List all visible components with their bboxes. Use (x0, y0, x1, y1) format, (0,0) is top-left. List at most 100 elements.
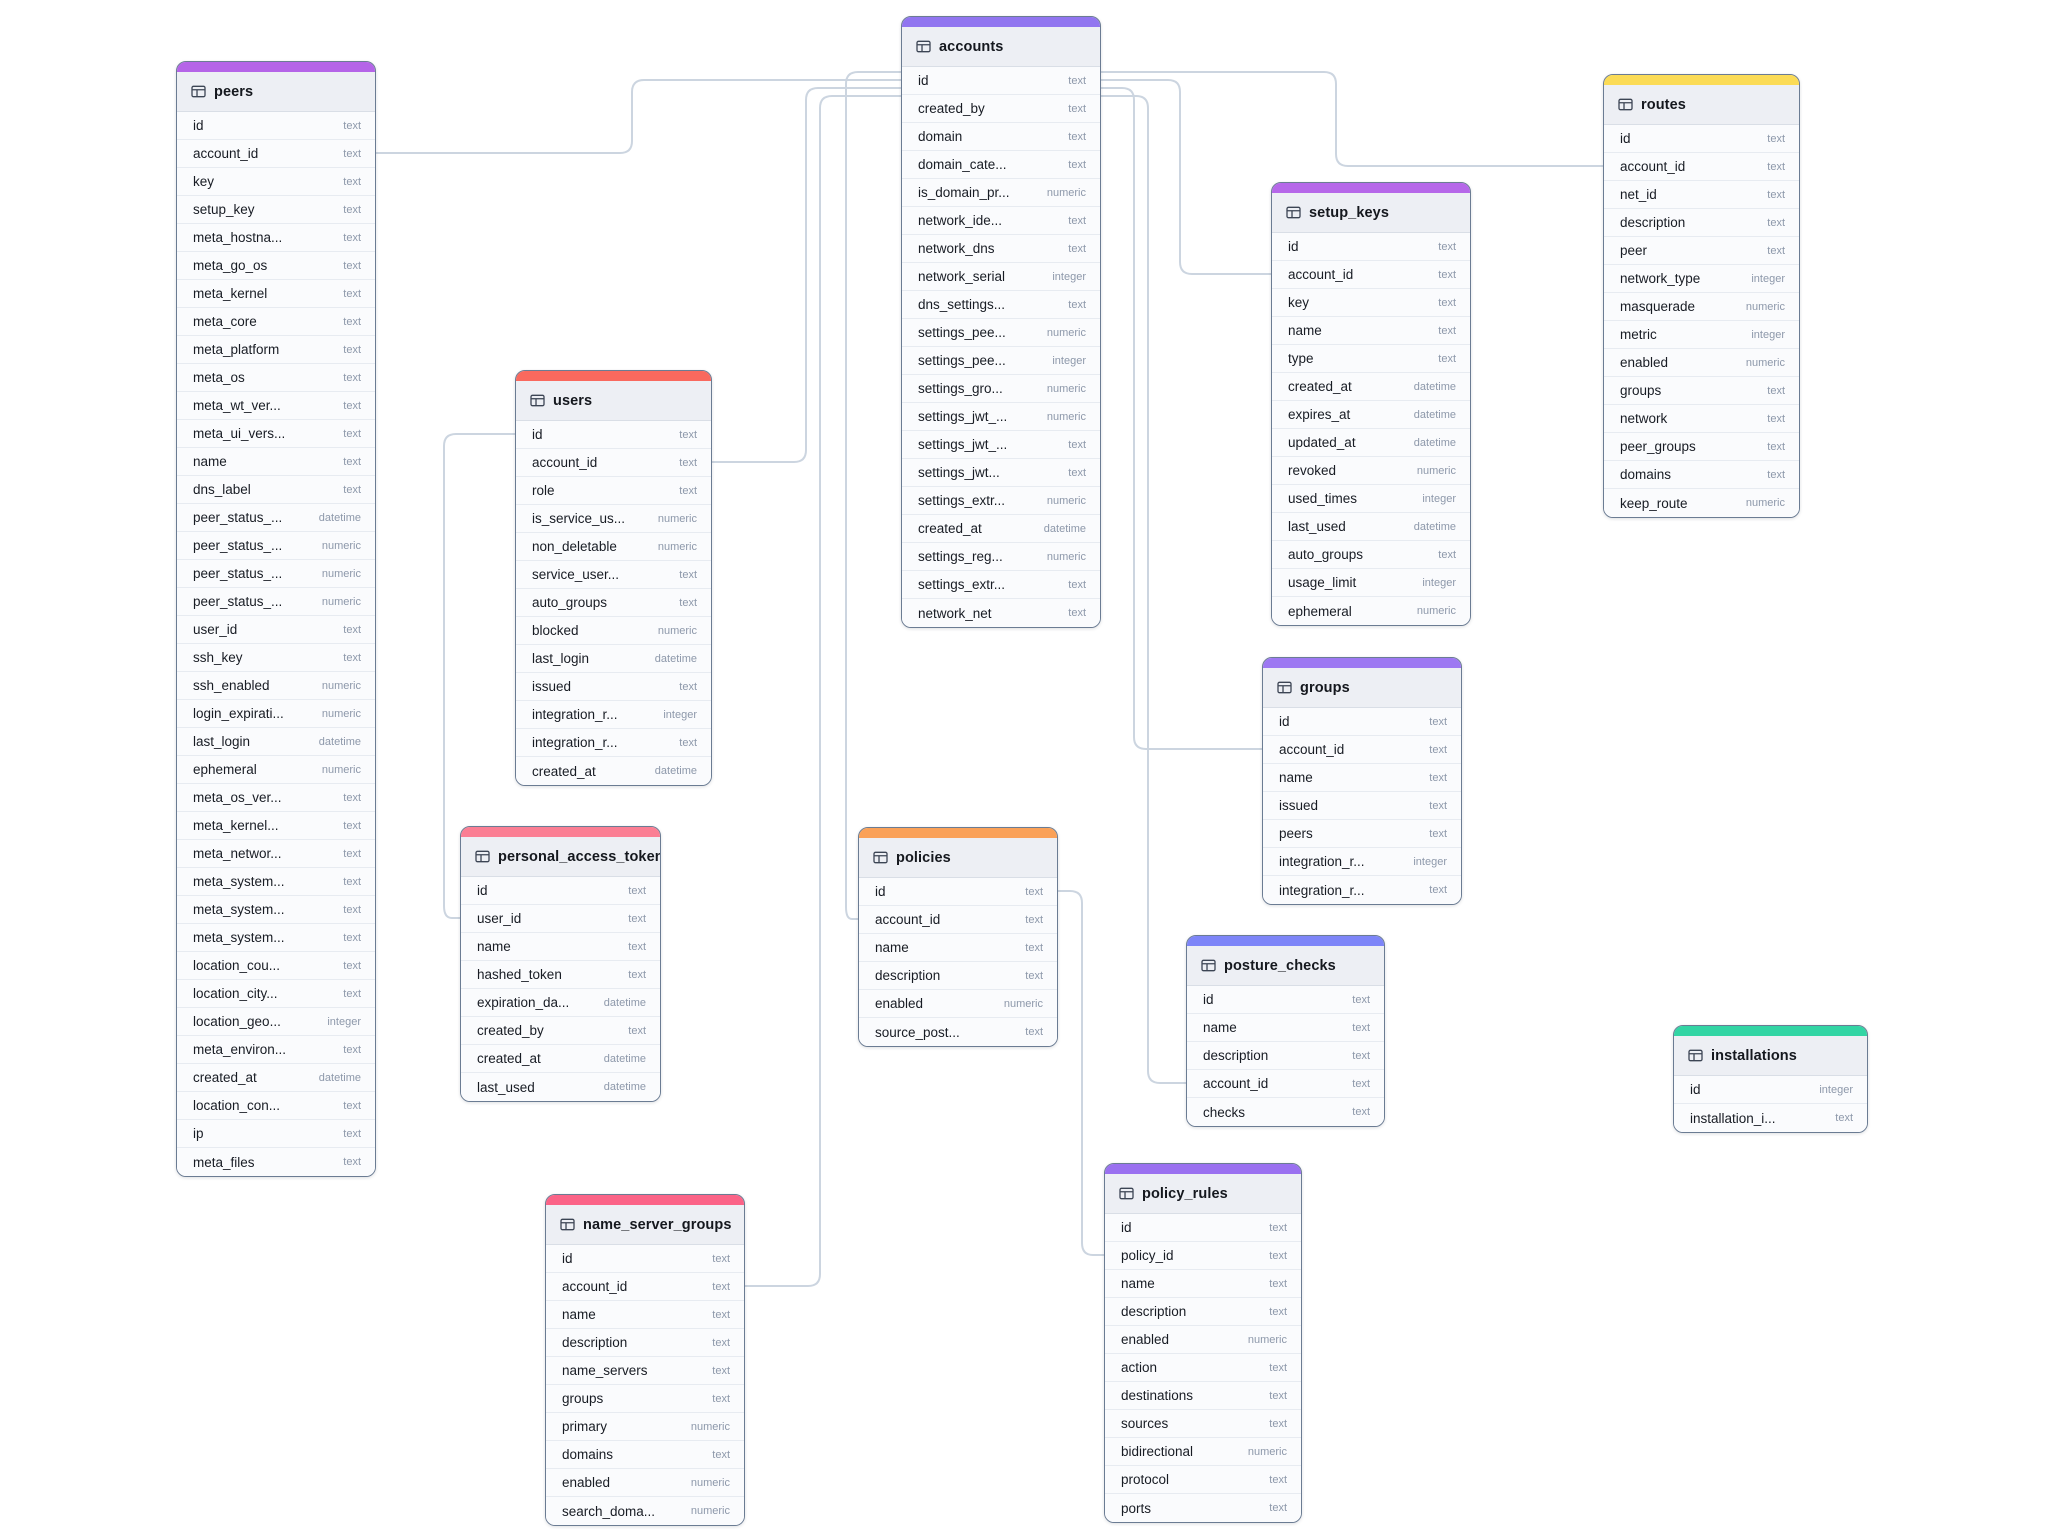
field-row[interactable]: id text (902, 67, 1100, 95)
field-row[interactable]: revoked numeric (1272, 457, 1470, 485)
field-row[interactable]: id text (1187, 986, 1384, 1014)
field-row[interactable]: installation_i... text (1674, 1104, 1867, 1132)
field-row[interactable]: account_id text (859, 906, 1057, 934)
field-row[interactable]: metric integer (1604, 321, 1799, 349)
field-row[interactable]: created_by text (461, 1017, 660, 1045)
field-row[interactable]: integration_r... integer (1263, 848, 1461, 876)
field-row[interactable]: account_id text (1272, 261, 1470, 289)
field-row[interactable]: enabled numeric (1604, 349, 1799, 377)
field-row[interactable]: protocol text (1105, 1466, 1301, 1494)
field-row[interactable]: groups text (546, 1385, 744, 1413)
field-row[interactable]: hashed_token text (461, 961, 660, 989)
field-row[interactable]: meta_kernel... text (177, 812, 375, 840)
table-name_server_groups[interactable]: name_server_groups id text account_id te… (545, 1194, 745, 1526)
field-row[interactable]: masquerade numeric (1604, 293, 1799, 321)
field-row[interactable]: sources text (1105, 1410, 1301, 1438)
field-row[interactable]: login_expirati... numeric (177, 700, 375, 728)
field-row[interactable]: destinations text (1105, 1382, 1301, 1410)
field-row[interactable]: name text (1272, 317, 1470, 345)
field-row[interactable]: net_id text (1604, 181, 1799, 209)
field-row[interactable]: peer text (1604, 237, 1799, 265)
field-row[interactable]: auto_groups text (1272, 541, 1470, 569)
field-row[interactable]: name_servers text (546, 1357, 744, 1385)
field-row[interactable]: network_net text (902, 599, 1100, 627)
field-row[interactable]: search_doma... numeric (546, 1497, 744, 1525)
field-row[interactable]: ssh_enabled numeric (177, 672, 375, 700)
field-row[interactable]: integration_r... integer (516, 701, 711, 729)
field-row[interactable]: key text (1272, 289, 1470, 317)
field-row[interactable]: meta_wt_ver... text (177, 392, 375, 420)
field-row[interactable]: peers text (1263, 820, 1461, 848)
field-row[interactable]: description text (859, 962, 1057, 990)
field-row[interactable]: id text (516, 421, 711, 449)
table-header[interactable]: setup_keys (1272, 193, 1470, 233)
field-row[interactable]: account_id text (1604, 153, 1799, 181)
field-row[interactable]: location_geo... integer (177, 1008, 375, 1036)
field-row[interactable]: policy_id text (1105, 1242, 1301, 1270)
field-row[interactable]: dns_label text (177, 476, 375, 504)
field-row[interactable]: created_at datetime (461, 1045, 660, 1073)
field-row[interactable]: keep_route numeric (1604, 489, 1799, 517)
field-row[interactable]: checks text (1187, 1098, 1384, 1126)
field-row[interactable]: name text (1105, 1270, 1301, 1298)
field-row[interactable]: peer_status_... numeric (177, 560, 375, 588)
field-row[interactable]: account_id text (1187, 1070, 1384, 1098)
field-row[interactable]: id text (1604, 125, 1799, 153)
field-row[interactable]: meta_files text (177, 1148, 375, 1176)
field-row[interactable]: integration_r... text (516, 729, 711, 757)
field-row[interactable]: primary numeric (546, 1413, 744, 1441)
field-row[interactable]: peer_groups text (1604, 433, 1799, 461)
table-header[interactable]: posture_checks (1187, 946, 1384, 986)
field-row[interactable]: ip text (177, 1120, 375, 1148)
field-row[interactable]: name text (177, 448, 375, 476)
field-row[interactable]: id integer (1674, 1076, 1867, 1104)
table-policy_rules[interactable]: policy_rules id text policy_id text name… (1104, 1163, 1302, 1523)
field-row[interactable]: created_at datetime (1272, 373, 1470, 401)
field-row[interactable]: issued text (1263, 792, 1461, 820)
field-row[interactable]: peer_status_... numeric (177, 532, 375, 560)
field-row[interactable]: description text (546, 1329, 744, 1357)
field-row[interactable]: settings_extr... text (902, 571, 1100, 599)
field-row[interactable]: id text (859, 878, 1057, 906)
field-row[interactable]: settings_jwt_... numeric (902, 403, 1100, 431)
table-header[interactable]: name_server_groups (546, 1205, 744, 1245)
field-row[interactable]: description text (1604, 209, 1799, 237)
table-personal_access_tokens[interactable]: personal_access_tokens id text user_id t… (460, 826, 661, 1102)
field-row[interactable]: settings_extr... numeric (902, 487, 1100, 515)
field-row[interactable]: ports text (1105, 1494, 1301, 1522)
field-row[interactable]: meta_platform text (177, 336, 375, 364)
field-row[interactable]: domains text (546, 1441, 744, 1469)
field-row[interactable]: enabled numeric (859, 990, 1057, 1018)
field-row[interactable]: meta_go_os text (177, 252, 375, 280)
table-header[interactable]: policies (859, 838, 1057, 878)
field-row[interactable]: meta_os text (177, 364, 375, 392)
field-row[interactable]: issued text (516, 673, 711, 701)
field-row[interactable]: domain_cate... text (902, 151, 1100, 179)
field-row[interactable]: last_login datetime (516, 645, 711, 673)
field-row[interactable]: settings_gro... numeric (902, 375, 1100, 403)
field-row[interactable]: network_serial integer (902, 263, 1100, 291)
field-row[interactable]: created_at datetime (902, 515, 1100, 543)
field-row[interactable]: expires_at datetime (1272, 401, 1470, 429)
field-row[interactable]: ssh_key text (177, 644, 375, 672)
field-row[interactable]: updated_at datetime (1272, 429, 1470, 457)
field-row[interactable]: id text (461, 877, 660, 905)
field-row[interactable]: enabled numeric (546, 1469, 744, 1497)
field-row[interactable]: location_city... text (177, 980, 375, 1008)
field-row[interactable]: meta_ui_vers... text (177, 420, 375, 448)
table-header[interactable]: installations (1674, 1036, 1867, 1076)
field-row[interactable]: account_id text (546, 1273, 744, 1301)
field-row[interactable]: peer_status_... numeric (177, 588, 375, 616)
field-row[interactable]: meta_system... text (177, 896, 375, 924)
field-row[interactable]: created_by text (902, 95, 1100, 123)
field-row[interactable]: meta_core text (177, 308, 375, 336)
field-row[interactable]: settings_reg... numeric (902, 543, 1100, 571)
field-row[interactable]: description text (1105, 1298, 1301, 1326)
field-row[interactable]: is_domain_pr... numeric (902, 179, 1100, 207)
field-row[interactable]: source_post... text (859, 1018, 1057, 1046)
field-row[interactable]: name text (859, 934, 1057, 962)
field-row[interactable]: usage_limit integer (1272, 569, 1470, 597)
field-row[interactable]: id text (177, 112, 375, 140)
field-row[interactable]: is_service_us... numeric (516, 505, 711, 533)
